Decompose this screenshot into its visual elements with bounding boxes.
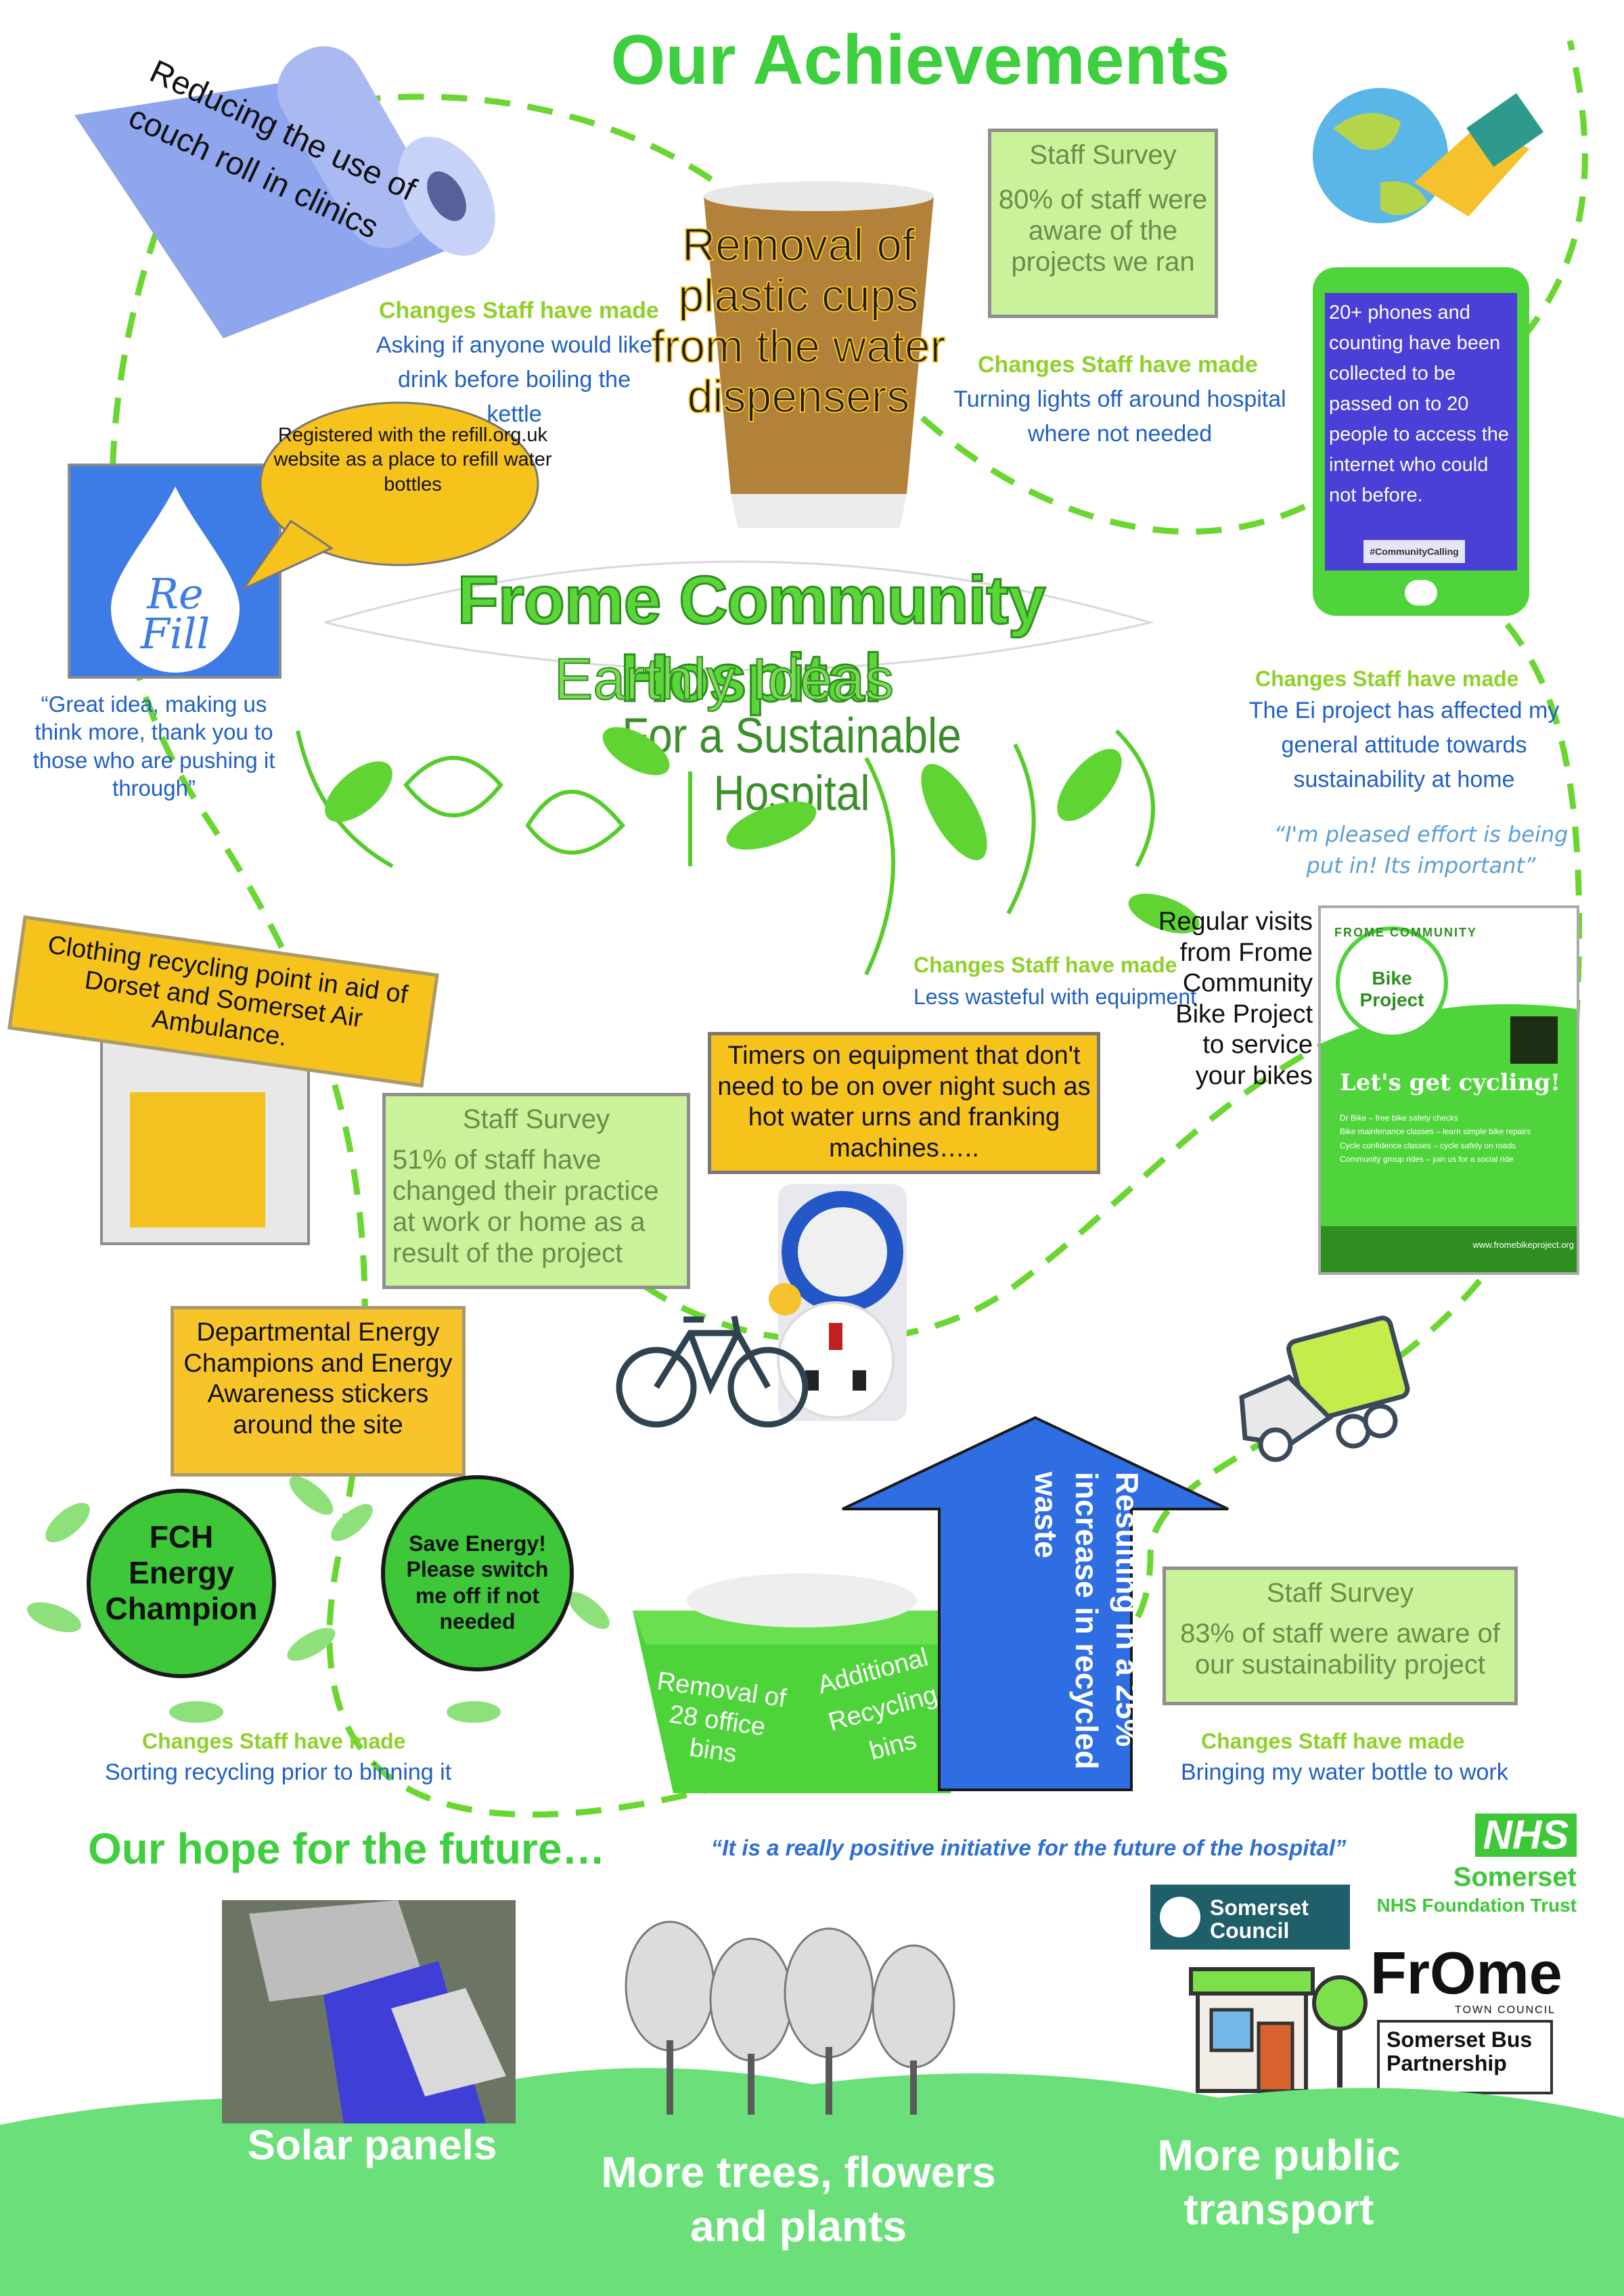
clothing-bank-photo: [100, 1015, 310, 1245]
bus-stop-building-icon: [1189, 1967, 1368, 2093]
globe-hand-icon: [1313, 88, 1544, 223]
green-hills: [0, 2068, 1624, 2296]
changes-heading-equipment: Changes Staff have made: [914, 953, 1177, 977]
flyer-ring-text: FROME COMMUNITY: [1334, 926, 1477, 939]
timers-box: Timers on equipment that don't need to b…: [708, 1032, 1100, 1174]
energy-stickers-foliage: [27, 1476, 610, 1723]
nhs-trust: NHS Foundation Trust: [1376, 1895, 1577, 1916]
survey-heading: Staff Survey: [462, 1104, 610, 1134]
save-energy-badge: [381, 1475, 574, 1671]
council-emblem-icon: [1160, 1897, 1200, 1937]
qr-code-icon: [1510, 1016, 1558, 1064]
fch-badge-text: FCH Energy Champion: [105, 1519, 258, 1626]
change-bottle: Bringing my water bottle to work: [1181, 1759, 1508, 1785]
changes-heading-lights: Changes Staff have made: [978, 352, 1258, 378]
phone-screen: [1325, 293, 1517, 570]
refill-logo-text: Re Fill: [140, 569, 210, 658]
future-solar: Solar panels: [247, 2122, 497, 2169]
future-trees: More trees, flowers and plants: [601, 2148, 996, 2251]
trees-icon: [625, 1920, 955, 2115]
flyer-background: [1321, 926, 1577, 1272]
clothing-bank-icon: [130, 1092, 265, 1228]
recycling-truck-icon: [1239, 1315, 1410, 1462]
staff-survey-sustainability: Staff Survey 83% of staff were aware of …: [1163, 1567, 1518, 1705]
page-title: Our Achievements: [610, 21, 1230, 99]
phones-text: 20+ phones and counting have been collec…: [1329, 302, 1510, 506]
quote-great-idea: “Great idea, making us think more, thank…: [32, 692, 275, 801]
cup-icon: [704, 181, 934, 528]
somerset-council-logo: Somerset Council: [1150, 1885, 1350, 1950]
energy-champions-box: Departmental Energy Champions and Energy…: [171, 1306, 466, 1477]
future-heading: Our hope for the future…: [88, 1824, 606, 1873]
change-lights: Turning lights off around hospital where…: [953, 386, 1286, 447]
changes-heading-sorting: Changes Staff have made: [142, 1729, 406, 1753]
frome-sub: TOWN COUNCIL: [1455, 2004, 1556, 2016]
flyer-logo: Bike Project: [1359, 968, 1424, 1010]
frome-logo: FrOme: [1370, 1939, 1562, 2006]
recycling-bin-icon: [633, 1573, 978, 1793]
staff-survey-practice: Staff Survey 51% of staff have changed t…: [382, 1093, 690, 1289]
cups-text: Removal of plastic cups from the water d…: [651, 219, 947, 423]
bus-partnership-logo: Somerset Bus Partnership: [1377, 2020, 1553, 2094]
changes-heading-kettle: Changes Staff have made: [379, 298, 659, 323]
refill-bubble-text: Registered with the refill.org.uk websit…: [273, 424, 552, 495]
flyer-line: Dr Bike – free bike safety checks: [1340, 1113, 1458, 1123]
flyer-line: Community group rides – join us for a so…: [1340, 1154, 1514, 1165]
arrow-text: Resulting in a 25% increase in recycled …: [1029, 1472, 1145, 1770]
solar-roof-icon: [222, 1900, 516, 2123]
increase-arrow-icon: [842, 1416, 1229, 1791]
changes-heading-bottle: Changes Staff have made: [1201, 1729, 1465, 1753]
change-equipment: Less wasteful with equipment: [914, 985, 1196, 1009]
survey-body: 83% of staff were aware of our sustainab…: [1180, 1619, 1500, 1680]
changes-heading-home: Changes Staff have made: [1255, 667, 1519, 691]
leaves-decoration: [296, 727, 1200, 976]
change-kettle: Asking if anyone would like drink before…: [376, 332, 653, 427]
flyer-list: Dr Bike – free bike safety checks Bike m…: [1340, 1111, 1570, 1167]
change-sorting: Sorting recycling prior to binning it: [105, 1759, 452, 1785]
bus-partnership-name: Somerset Bus Partnership: [1386, 2027, 1533, 2076]
water-drop-icon: [111, 487, 240, 673]
change-home: The Ei project has affected my general a…: [1248, 698, 1560, 792]
flyer-url: www.fromebikeproject.org: [1472, 1240, 1574, 1250]
flyer-cta: Let's get cycling!: [1340, 1069, 1560, 1096]
quote-pleased: “I'm pleased effort is being put in! Its…: [1273, 821, 1569, 879]
phone-home-button: [1405, 580, 1437, 606]
flyer-line: Cycle confidence classes – cycle safely …: [1340, 1140, 1516, 1150]
survey-heading: Staff Survey: [1266, 1578, 1414, 1608]
save-energy-text: Save Energy! Please switch me off if not…: [406, 1531, 549, 1634]
survey-body: 51% of staff have changed their practice…: [392, 1145, 659, 1268]
fch-energy-champion-badge: [87, 1489, 276, 1678]
title-arc: [324, 560, 1154, 671]
solar-panel-photo: [222, 1900, 516, 2123]
bicycle-icon: [616, 1315, 809, 1428]
survey-body: 80% of staff were aware of the projects …: [998, 185, 1208, 277]
quote-positive: “It is a really positive initiative for …: [710, 1835, 1347, 1860]
survey-heading: Staff Survey: [1029, 140, 1177, 170]
hospital-name: Frome Community Hospital: [456, 562, 1046, 717]
future-transport: More public transport: [1157, 2131, 1401, 2234]
community-calling-tag: #CommunityCalling: [1363, 540, 1465, 563]
timer-plug-icon: [769, 1184, 907, 1421]
nhs-logo: NHS: [1475, 1814, 1577, 1857]
staff-survey-awareness: Staff Survey 80% of staff were aware of …: [988, 129, 1218, 318]
nhs-name: Somerset: [1453, 1862, 1577, 1892]
flyer-line: Bike maintenance classes – learn simple …: [1340, 1127, 1531, 1137]
bike-project-flyer: FROME COMMUNITY Bike Project Let's get c…: [1318, 905, 1579, 1275]
bike-project-text: Regular visits from Frome Community Bike…: [1158, 907, 1313, 1090]
flyer-footer: www.fromebikeproject.org: [1321, 1226, 1577, 1272]
council-name: Somerset Council: [1210, 1895, 1309, 1943]
project-name: Earthly Ideas: [554, 646, 895, 713]
couch-roll-icon: [74, 46, 495, 338]
speech-bubble: [240, 401, 539, 591]
refill-logo: Re Fill: [68, 464, 281, 679]
